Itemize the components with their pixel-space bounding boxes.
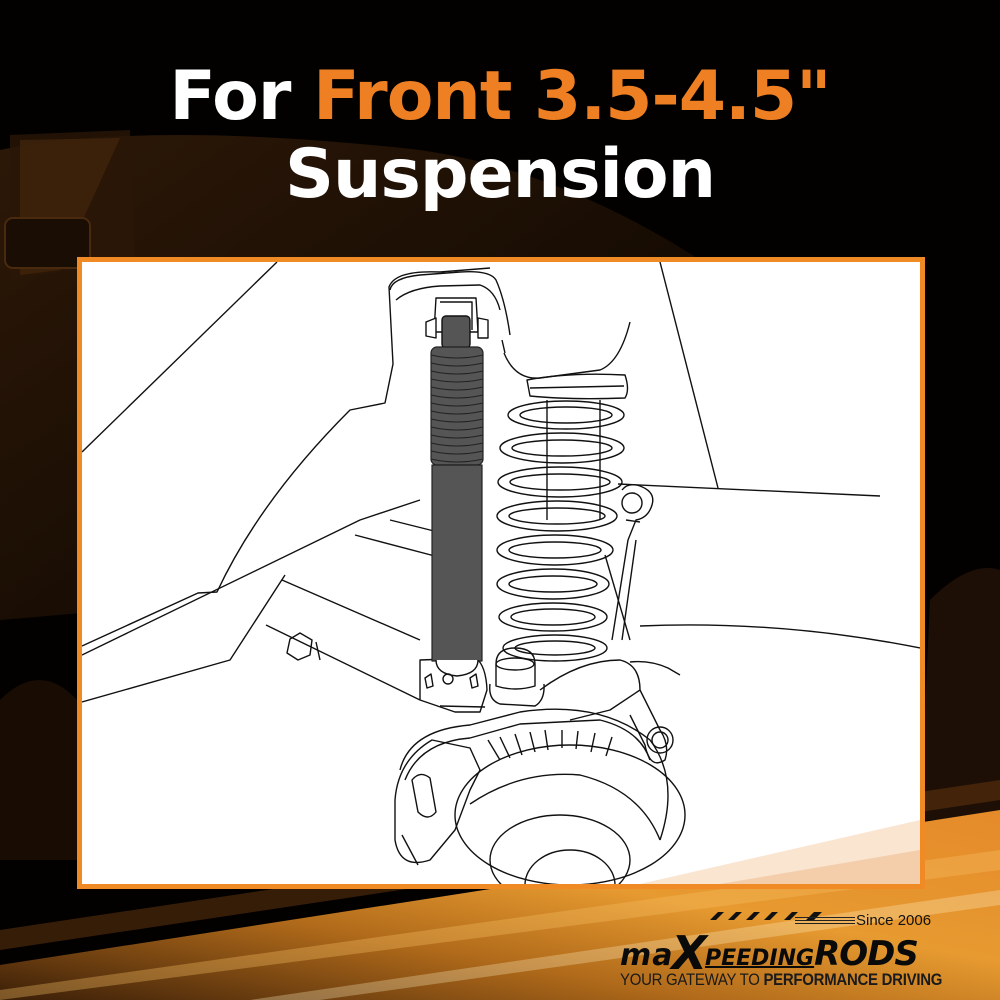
- brand-wordmark: maXPEEDINGRODS: [620, 922, 919, 980]
- checkered-flag-icon: [710, 912, 822, 920]
- brand-ma: ma: [620, 938, 674, 973]
- suspension-illustration: [82, 262, 920, 884]
- brand-logo: Since 2006 maXPEEDINGRODS YOUR GATEWAY T…: [620, 908, 955, 993]
- headline-front-size: Front 3.5-4.5": [313, 57, 832, 136]
- brand-x: X: [671, 926, 707, 980]
- headline: For Front 3.5-4.5" Suspension: [0, 58, 1000, 214]
- headline-line-2: Suspension: [285, 135, 716, 214]
- headline-line-1: For Front 3.5-4.5": [0, 58, 1000, 136]
- speed-lines: [795, 917, 855, 927]
- brand-rods: RODS: [814, 934, 919, 974]
- headline-for: For: [169, 57, 291, 136]
- tagline-light: YOUR GATEWAY TO: [620, 970, 764, 989]
- illustration-frame: [77, 257, 925, 889]
- tagline-bold: PERFORMANCE DRIVING: [763, 970, 943, 989]
- tagline: YOUR GATEWAY TO PERFORMANCE DRIVING: [620, 970, 942, 990]
- brand-peeding: PEEDING: [704, 946, 815, 971]
- since-label: Since 2006: [856, 912, 932, 929]
